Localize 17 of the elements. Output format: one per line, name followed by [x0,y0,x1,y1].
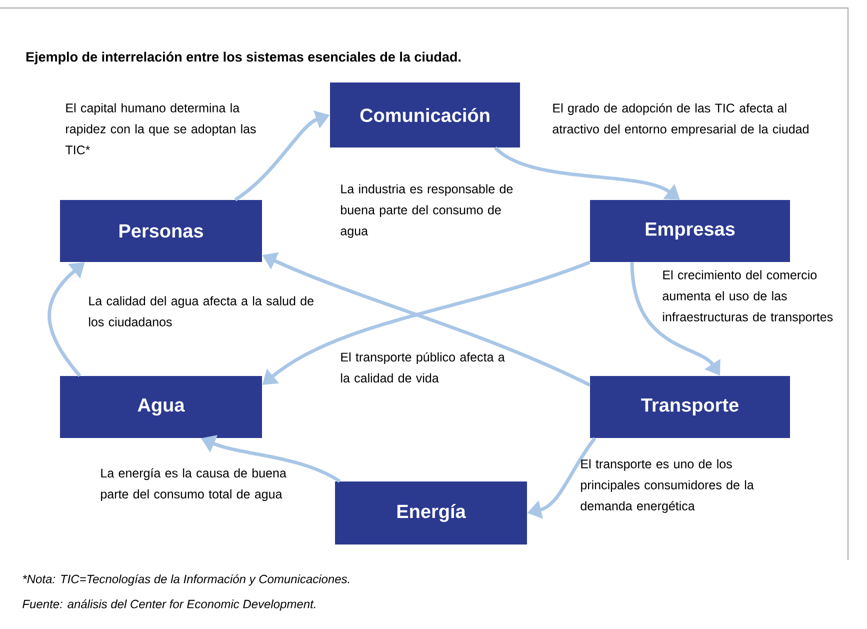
system-box: Empresas [590,200,790,262]
edge-label: El grado de adopción de las TIC afecta al atractivo del entorno empresarial de la ciudad [552,103,808,136]
edge-label: La industria es responsable de buena parte del consumo de agua [340,184,513,238]
note: Fuente: análisis del Center for Economic Development. [22,599,316,611]
edge-label: El crecimiento del comercio aumenta el uso de las infraestructuras de transportes [662,270,833,324]
edge-label: El transporte es uno de los principales consumidores de la demanda energética [580,459,754,513]
system-box: Energía [335,482,527,544]
system-box: Agua [60,376,262,438]
note: *Nota: TIC=Tecnologías de la Información y Comunicaciones. [22,574,350,586]
system-box: Personas [60,200,262,262]
edge-label: El transporte público afecta a la calidad de vida [341,352,505,383]
system-box: Transporte [590,376,790,438]
system-box: Comunicación [330,82,520,148]
edge-label: El capital humano determina la rapidez con la que se adoptan las TIC* [65,103,256,154]
edge-label: La calidad del agua afecta a la salud de los ciudadanos [89,296,314,326]
edge-label: La energía es la causa de buena parte del consumo total de agua [101,468,286,501]
title: Ejemplo de interrelación entre los sistemas esenciales de la ciudad. [26,52,461,64]
